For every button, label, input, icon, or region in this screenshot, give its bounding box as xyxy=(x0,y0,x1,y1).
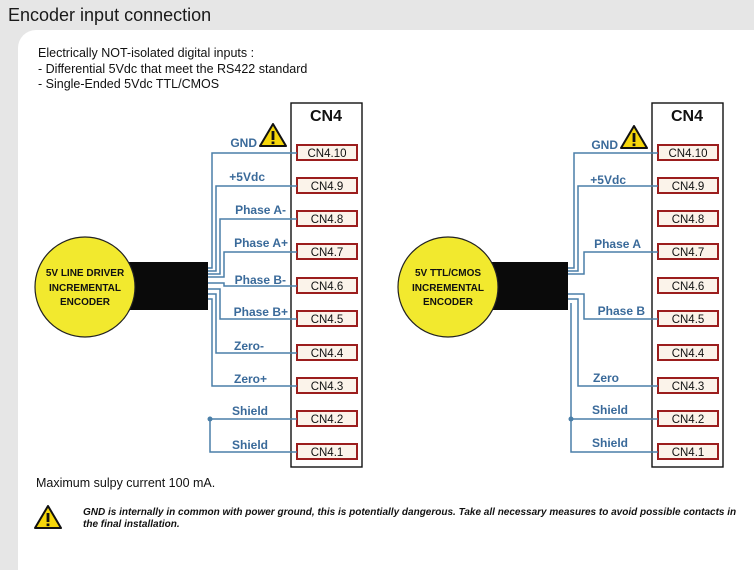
pin-label: CN4.2 xyxy=(311,414,344,426)
left-wires xyxy=(205,152,297,453)
pin-label: CN4.8 xyxy=(672,214,705,226)
warning-icon xyxy=(34,505,62,529)
signal-label: Phase A+ xyxy=(234,236,288,250)
signal-label: Phase B- xyxy=(235,273,286,287)
pin-box xyxy=(657,344,719,361)
signal-label: Shield xyxy=(232,404,268,418)
pin-label: CN4.7 xyxy=(311,247,344,259)
right-pins: CN4.10CN4.9CN4.8CN4.7CN4.6CN4.5CN4.4CN4.… xyxy=(657,144,719,460)
pin-label: CN4.5 xyxy=(311,314,344,326)
description-line: - Single-Ended 5Vdc TTL/CMOS xyxy=(38,77,220,91)
pin-label: CN4.9 xyxy=(672,181,705,193)
signal-label: GND xyxy=(591,138,618,152)
right-encoder: 5V TTL/CMOS INCREMENTAL ENCODER xyxy=(397,236,499,338)
signal-label: Shield xyxy=(592,403,628,417)
pin-label: CN4.5 xyxy=(672,314,705,326)
pin-label: CN4.1 xyxy=(672,447,705,459)
warning-icon xyxy=(620,125,648,149)
pin-label: CN4.10 xyxy=(669,148,708,160)
pin-label: CN4.1 xyxy=(311,447,344,459)
pin-label: CN4.9 xyxy=(311,181,344,193)
shield-junction xyxy=(568,416,574,422)
warning-text: GND is internally in common with power g… xyxy=(83,507,737,530)
signal-label: +5Vdc xyxy=(229,170,265,184)
pin-box xyxy=(657,277,719,294)
encoder-label: 5V LINE DRIVER xyxy=(46,268,125,279)
wiring-diagram: CN4 CN4 CN4.10CN4.9CN4.8CN4.7CN4.6CN4.5C… xyxy=(34,102,724,529)
signal-label: Phase A- xyxy=(235,203,286,217)
right-cable xyxy=(490,262,568,310)
left-signal-labels: GND +5Vdc Phase A- Phase A+ Phase B- Pha… xyxy=(229,136,288,452)
encoder-label: INCREMENTAL xyxy=(49,283,121,294)
signal-label: +5Vdc xyxy=(590,173,626,187)
signal-label: Zero+ xyxy=(234,372,267,386)
left-pins: CN4.10CN4.9CN4.8CN4.7CN4.6CN4.5CN4.4CN4.… xyxy=(296,144,358,460)
pin-label: CN4.6 xyxy=(311,281,344,293)
left-cable xyxy=(128,262,208,310)
pin-label: CN4.7 xyxy=(672,247,705,259)
encoder-label: ENCODER xyxy=(423,297,474,308)
pin-label: CN4.3 xyxy=(672,381,705,393)
signal-label: Phase A xyxy=(594,237,641,251)
encoder-label: 5V TTL/CMOS xyxy=(415,268,481,279)
shield-junction xyxy=(207,416,213,422)
connector-title: CN4 xyxy=(310,108,342,125)
signal-label: Shield xyxy=(232,438,268,452)
encoder-label: INCREMENTAL xyxy=(412,283,484,294)
pin-label: CN4.2 xyxy=(672,414,705,426)
signal-label: GND xyxy=(230,136,257,150)
right-wires xyxy=(565,152,658,453)
pin-label: CN4.4 xyxy=(672,348,705,360)
max-current-note: Maximum sulpy current 100 mA. xyxy=(36,476,216,490)
pin-label: CN4.10 xyxy=(308,148,347,160)
pin-label: CN4.8 xyxy=(311,214,344,226)
warning-icon xyxy=(259,123,287,147)
pin-label: CN4.6 xyxy=(672,281,705,293)
page-title: Encoder input connection xyxy=(8,5,212,25)
right-signal-labels: GND +5Vdc Phase A Phase B Zero Shield Sh… xyxy=(590,138,645,450)
signal-label: Phase B xyxy=(598,304,646,318)
signal-label: Phase B+ xyxy=(234,305,288,319)
pin-label: CN4.4 xyxy=(311,348,344,360)
signal-label: Zero xyxy=(593,371,619,385)
description: Electrically NOT-isolated digital inputs… xyxy=(38,46,307,93)
signal-label: Shield xyxy=(592,436,628,450)
description-line: - Differential 5Vdc that meet the RS422 … xyxy=(38,61,308,76)
encoder-label: ENCODER xyxy=(60,297,111,308)
description-line: Electrically NOT-isolated digital inputs… xyxy=(38,46,255,60)
left-encoder: 5V LINE DRIVER INCREMENTAL ENCODER xyxy=(34,236,136,338)
pin-box xyxy=(657,210,719,227)
pin-label: CN4.3 xyxy=(311,381,344,393)
signal-label: Zero- xyxy=(234,339,264,353)
connector-title: CN4 xyxy=(671,108,703,125)
